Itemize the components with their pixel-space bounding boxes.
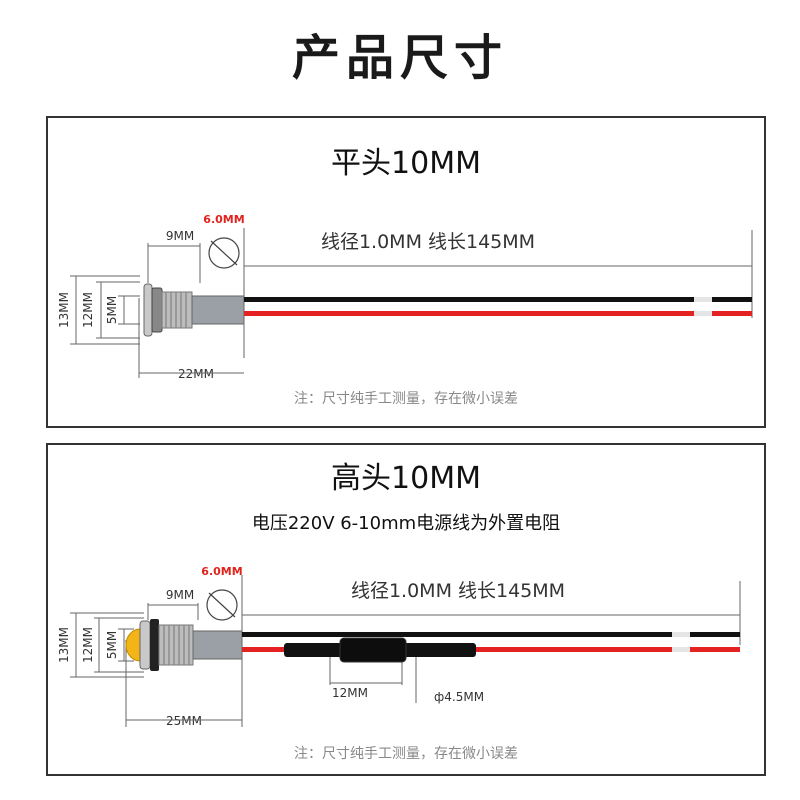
page-title: 产品尺寸 [291,30,508,86]
dim-length-label: 25MM [166,714,202,728]
hole-diameter-icon [208,237,240,269]
hole-diameter-icon [206,589,238,621]
flat-head-title: 平头10MM [331,146,481,181]
dim-length-label: 22MM [178,367,214,381]
dim-hex-label: 9MM [166,229,194,243]
dim-lens-label: 5MM [105,631,119,659]
dim-head-label: 12MM [81,292,95,328]
wire-spec-label: 线径1.0MM 线长145MM [351,580,565,602]
high-head-panel: 高头10MM 电压220V 6-10mm电源线为外置电阻 9MM 6.0MM 线… [46,443,766,776]
dim-outer-label: 13MM [57,627,71,663]
dim-hex-label: 9MM [166,588,194,602]
red-wire [244,311,694,316]
dim-sleeve-label: ф4.5MM [434,690,484,704]
black-wire [244,297,694,302]
flat-head-panel: 平头10MM 9MM 6.0MM 线径1.0MM 线长145MM 22MM 13… [46,116,766,428]
dim-hole-label: 6.0MM [201,565,242,578]
black-wire [242,632,672,637]
flat-head-diagram: 9MM 6.0MM 线径1.0MM 线长145MM 22MM 13MM 12MM… [57,213,753,381]
led-indicator-high [125,619,243,671]
dim-lens-label: 5MM [105,296,119,324]
dimension-lines [70,228,753,378]
dim-resistor-label: 12MM [332,686,368,700]
dim-hole-label: 6.0MM [203,213,244,226]
voltage-subtitle: 电压220V 6-10mm电源线为外置电阻 [251,513,561,534]
high-head-diagram: 9MM 6.0MM 线径1.0MM 线长145MM 25MM 12MM ф4.5… [57,565,741,728]
measurement-note: 注：尺寸纯手工测量，存在微小误差 [294,746,518,762]
high-head-title: 高头10MM [331,461,481,496]
wire-spec-label: 线径1.0MM 线长145MM [321,231,535,253]
dim-head-label: 12MM [81,627,95,663]
resistor [339,637,407,663]
measurement-note: 注：尺寸纯手工测量，存在微小误差 [294,391,518,407]
dim-outer-label: 13MM [57,292,71,328]
led-indicator-flat [143,283,245,337]
